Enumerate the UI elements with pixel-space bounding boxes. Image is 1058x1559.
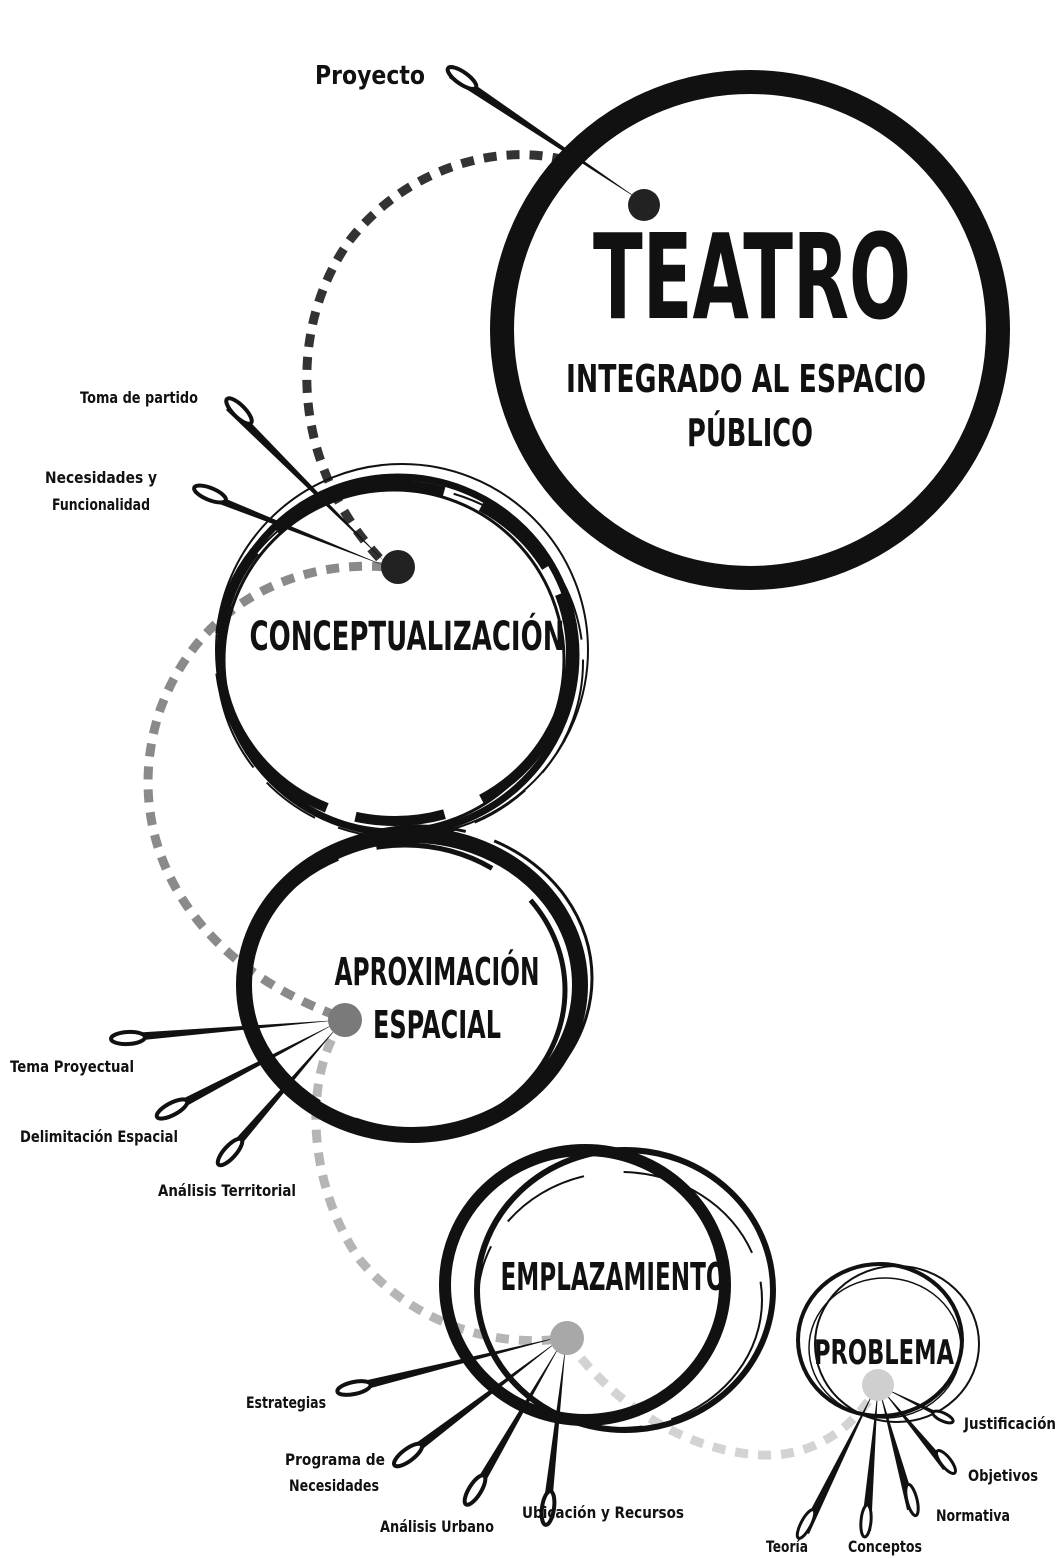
teatro-node-dot <box>628 189 660 221</box>
teatro-subtitle-line2: PÚBLICO <box>687 411 813 455</box>
emplazamiento-item-programa-line1: Programa de <box>285 1450 385 1469</box>
process-path <box>143 150 883 1460</box>
aproximacion-ring <box>236 824 594 1143</box>
aproximacion-title-line2: ESPACIAL <box>373 1003 501 1047</box>
conceptualizacion-item-necesidades-line1: Necesidades y <box>45 468 157 487</box>
needle-icon <box>154 1022 338 1121</box>
conceptualizacion-node-dot <box>381 550 415 584</box>
aproximacion-item-delimitacion-espacial: Delimitación Espacial <box>20 1127 178 1146</box>
needle-icon <box>445 65 644 203</box>
needle-icon <box>391 1338 562 1469</box>
conceptualizacion-item-toma-de-partido: Toma de partido <box>80 388 198 407</box>
stage-emplazamiento: EMPLAZAMIENTO Estrategias Programa de Ne… <box>246 1144 776 1536</box>
conceptualizacion-item-necesidades-line2: Funcionalidad <box>52 495 150 514</box>
problema-item-objetivos: Objetivos <box>968 1466 1038 1485</box>
emplazamiento-item-ubicacion-recursos: Ubicación y Recursos <box>522 1503 684 1522</box>
needle-icon <box>224 396 388 565</box>
needle-icon <box>335 1336 564 1397</box>
emplazamiento-ring <box>439 1144 776 1433</box>
teatro-tag-label: Proyecto <box>315 61 425 91</box>
needle-icon <box>462 1340 563 1507</box>
emplazamiento-title: EMPLAZAMIENTO <box>501 1255 726 1299</box>
problema-ring <box>796 1262 980 1423</box>
path-segment-teatro-conceptualizacion <box>302 150 648 571</box>
teatro-ring <box>490 70 1010 590</box>
emplazamiento-item-programa-line2: Necesidades <box>289 1476 379 1495</box>
aproximacion-node-dot <box>328 1003 362 1037</box>
needle-icon <box>879 1388 920 1518</box>
aproximacion-item-tema-proyectual: Tema Proyectual <box>10 1057 134 1076</box>
problema-node-dot <box>862 1369 894 1401</box>
aproximacion-item-analisis-territorial: Análisis Territorial <box>158 1181 296 1200</box>
needle-icon <box>215 1024 340 1168</box>
stage-conceptualizacion: CONCEPTUALIZACIÓN Toma de partido Necesi… <box>45 388 589 839</box>
teatro-subtitle-line1: INTEGRADO AL ESPACIO <box>566 357 926 401</box>
needle-icon <box>539 1342 566 1527</box>
needle-icon <box>795 1387 876 1540</box>
needle-icon <box>880 1386 955 1425</box>
stage-teatro: Proyecto TEATRO INTEGRADO AL ESPACIO PÚB… <box>315 61 1010 590</box>
needle-icon <box>192 483 388 567</box>
teatro-title: TEATRO <box>593 208 911 346</box>
stage-problema: PROBLEMA Justificación Objetivos Normati… <box>766 1262 1056 1556</box>
path-segment-conceptualizacion-aproximacion <box>143 561 386 1023</box>
problema-title: PROBLEMA <box>814 1333 954 1373</box>
needle-icon <box>859 1388 878 1539</box>
conceptualizacion-title: CONCEPTUALIZACIÓN <box>250 612 565 660</box>
needle-icon <box>880 1387 957 1475</box>
problema-item-justificacion: Justificación <box>963 1414 1056 1433</box>
needle-icon <box>109 1020 340 1047</box>
problema-item-teoria: Teoría <box>766 1537 808 1556</box>
path-segment-aproximacion-emplazamiento <box>311 1017 568 1346</box>
problema-item-conceptos: Conceptos <box>848 1537 922 1556</box>
path-segment-emplazamiento-problema <box>563 1337 883 1460</box>
emplazamiento-item-estrategias: Estrategias <box>246 1393 326 1412</box>
emplazamiento-item-analisis-urbano: Análisis Urbano <box>380 1517 494 1536</box>
problema-item-normativa: Normativa <box>936 1506 1010 1525</box>
stage-aproximacion: APROXIMACIÓN ESPACIAL Tema Proyectual De… <box>10 824 594 1200</box>
aproximacion-title-line1: APROXIMACIÓN <box>335 950 540 994</box>
emplazamiento-node-dot <box>550 1321 584 1355</box>
